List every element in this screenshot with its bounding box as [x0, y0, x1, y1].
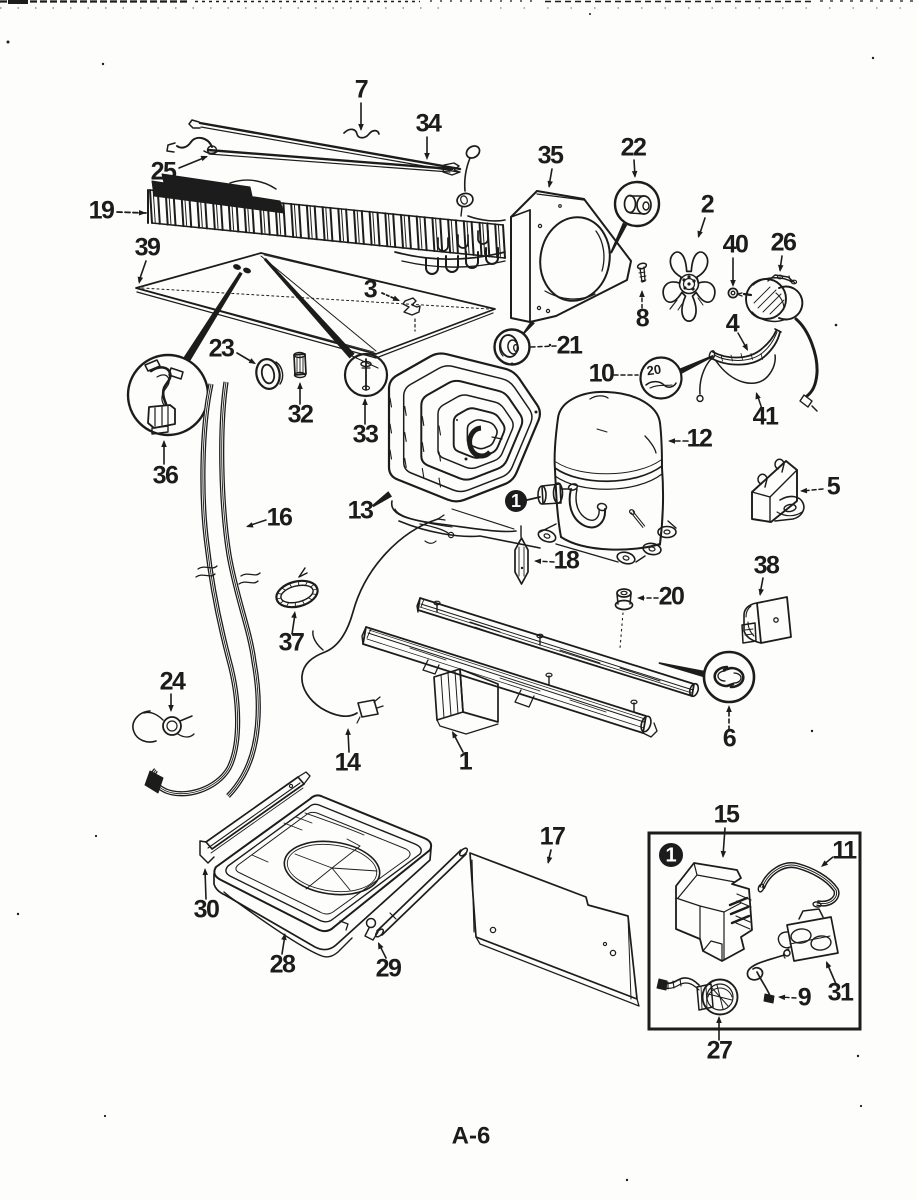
svg-text:1: 1	[665, 844, 676, 866]
svg-text:22: 22	[621, 134, 646, 162]
svg-text:33: 33	[353, 421, 378, 449]
svg-text:15: 15	[714, 801, 740, 829]
svg-text:29: 29	[376, 955, 401, 983]
svg-text:20: 20	[646, 362, 662, 379]
svg-text:19: 19	[89, 197, 114, 225]
svg-text:4: 4	[726, 310, 740, 338]
svg-text:27: 27	[707, 1037, 732, 1065]
svg-text:25: 25	[151, 158, 177, 186]
svg-text:26: 26	[771, 229, 796, 257]
svg-text:12: 12	[687, 425, 712, 453]
svg-text:30: 30	[194, 896, 219, 924]
svg-text:8: 8	[636, 305, 650, 333]
svg-text:1: 1	[511, 491, 521, 511]
svg-text:18: 18	[554, 547, 580, 575]
svg-text:A-6: A-6	[452, 1122, 491, 1149]
svg-text:23: 23	[209, 335, 234, 363]
svg-text:21: 21	[557, 332, 583, 360]
svg-text:31: 31	[828, 979, 854, 1007]
svg-text:16: 16	[267, 504, 292, 532]
svg-text:32: 32	[288, 401, 313, 429]
svg-text:35: 35	[538, 142, 564, 170]
svg-text:36: 36	[153, 462, 178, 490]
svg-text:2: 2	[701, 191, 714, 219]
svg-text:38: 38	[754, 552, 780, 580]
svg-text:34: 34	[416, 110, 442, 138]
svg-text:1: 1	[459, 748, 473, 776]
svg-text:11: 11	[832, 837, 857, 865]
svg-text:37: 37	[279, 629, 304, 657]
svg-text:10: 10	[589, 360, 614, 388]
svg-text:7: 7	[355, 76, 368, 104]
svg-text:14: 14	[335, 749, 361, 777]
svg-text:41: 41	[753, 403, 779, 431]
svg-text:3: 3	[364, 276, 377, 304]
svg-text:5: 5	[827, 473, 841, 501]
svg-text:40: 40	[723, 231, 748, 259]
svg-text:28: 28	[270, 951, 296, 979]
svg-text:17: 17	[540, 823, 565, 851]
svg-text:9: 9	[798, 984, 811, 1012]
svg-text:24: 24	[160, 668, 186, 696]
svg-text:39: 39	[135, 234, 160, 262]
svg-text:20: 20	[659, 583, 684, 611]
svg-text:6: 6	[723, 725, 736, 753]
svg-text:13: 13	[348, 497, 373, 525]
